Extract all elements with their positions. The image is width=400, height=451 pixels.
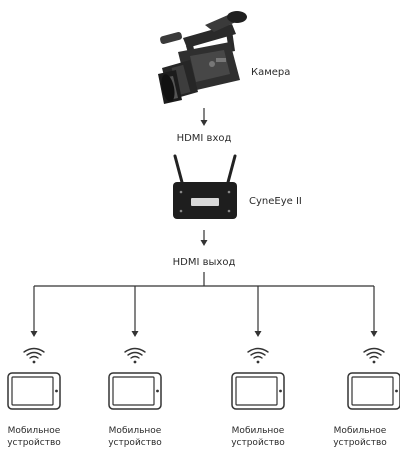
wifi-signal-icon bbox=[247, 347, 269, 364]
tablet-icon bbox=[108, 372, 162, 410]
wifi-signal-icon bbox=[124, 347, 146, 364]
tablet-icon bbox=[7, 372, 61, 410]
hdmi-in-label: HDMI вход bbox=[176, 133, 232, 144]
arrow-head bbox=[200, 240, 208, 246]
distribution-lines bbox=[33, 272, 375, 332]
mobile-device-label: Мобильное устройство bbox=[7, 426, 61, 448]
mobile-device-label: Мобильное устройство bbox=[333, 426, 387, 448]
wifi-signal-icon bbox=[23, 347, 45, 364]
mobile-device-label: Мобильное устройство bbox=[108, 426, 162, 448]
device-label: CyneEye II bbox=[249, 196, 302, 207]
branch-arrowheads bbox=[30, 331, 378, 337]
camcorder-icon bbox=[158, 11, 247, 104]
wifi-signal-icon bbox=[363, 347, 385, 364]
transmitter-icon bbox=[173, 154, 237, 219]
camera-label: Камера bbox=[251, 67, 291, 78]
hdmi-out-label: HDMI выход bbox=[172, 257, 236, 268]
mobile-device-label: Мобильное устройство bbox=[231, 426, 285, 448]
tablet-icon bbox=[231, 372, 285, 410]
tablet-icon bbox=[347, 372, 400, 410]
arrow-head bbox=[200, 120, 208, 126]
